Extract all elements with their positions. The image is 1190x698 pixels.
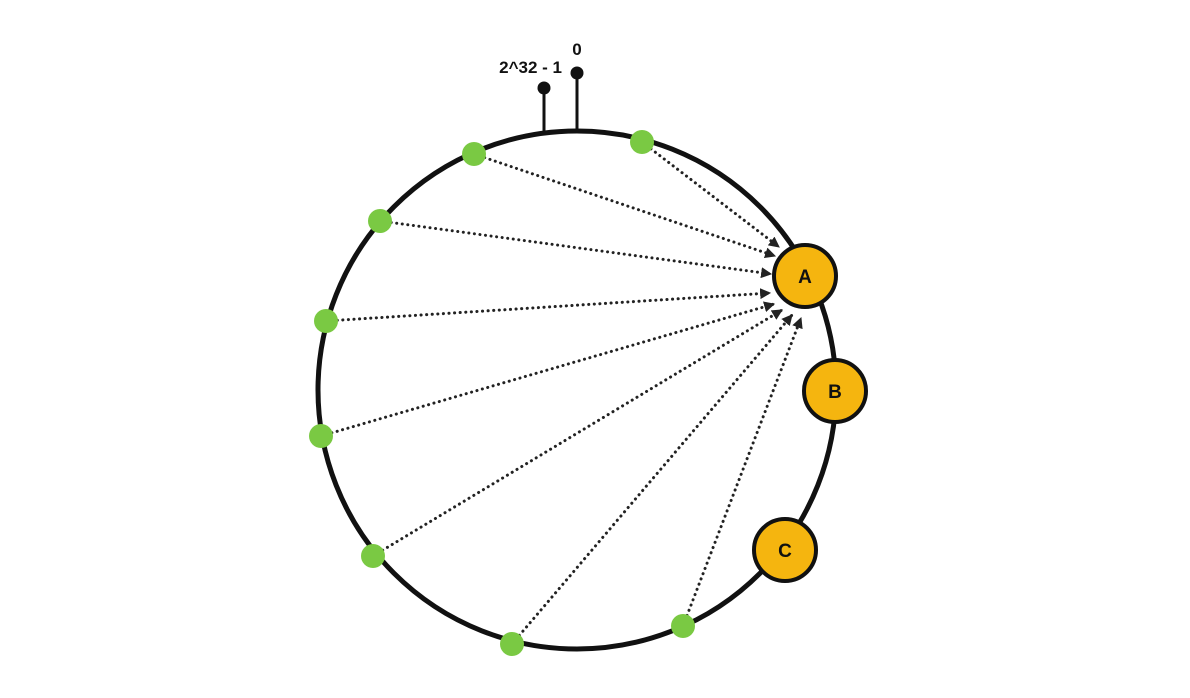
ring-marker-start-label: 0: [572, 40, 581, 59]
server-node-c-label: C: [778, 541, 792, 562]
mapping-arrow: [371, 308, 784, 558]
key-node: [630, 130, 654, 154]
ring-marker-end-label: 2^32 - 1: [499, 58, 562, 77]
mapping-arrows: [319, 140, 803, 646]
key-nodes: [309, 130, 695, 656]
key-node: [309, 424, 333, 448]
mapping-arrow: [681, 316, 803, 628]
server-node-a: A: [772, 243, 838, 309]
key-node: [671, 614, 695, 638]
server-node-c: C: [752, 517, 818, 583]
key-node: [368, 209, 392, 233]
key-node: [361, 544, 385, 568]
mapping-arrow: [319, 301, 776, 438]
hash-ring: [315, 128, 839, 652]
mapping-arrow: [378, 219, 773, 279]
ring-marker-end: 2^32 - 1: [499, 58, 562, 133]
server-node-b: B: [802, 358, 868, 424]
mapping-arrow: [640, 140, 781, 249]
key-node: [462, 142, 486, 166]
mapping-arrow: [324, 288, 772, 323]
mapping-arrow: [510, 313, 794, 646]
key-node: [500, 632, 524, 656]
key-node: [314, 309, 338, 333]
server-node-b-label: B: [828, 382, 842, 403]
ring-marker-start: 0: [570, 40, 584, 131]
server-node-a-label: A: [798, 267, 812, 288]
